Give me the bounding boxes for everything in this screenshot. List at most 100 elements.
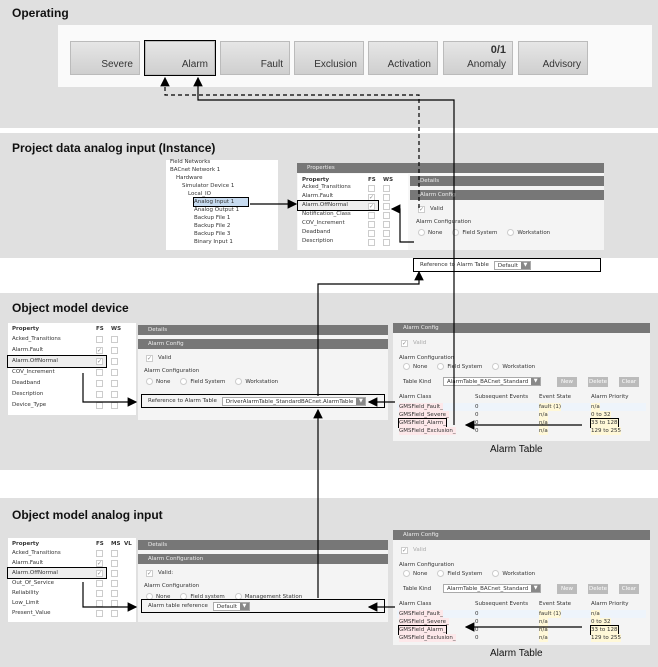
property-row[interactable]: Alarm.Fault bbox=[8, 558, 136, 568]
fs-checkbox[interactable] bbox=[96, 580, 103, 587]
fs-checkbox[interactable] bbox=[368, 239, 375, 246]
property-row[interactable]: Alarm.Fault bbox=[8, 345, 136, 356]
new-button[interactable]: New bbox=[557, 377, 577, 387]
alarm-category-button-alarm[interactable]: Alarm bbox=[144, 40, 216, 76]
radio-option[interactable]: Management Station bbox=[234, 593, 302, 600]
tree-item[interactable]: Analog Output 1 bbox=[194, 207, 240, 213]
radio-button[interactable] bbox=[507, 229, 515, 236]
property-row[interactable]: Deadband bbox=[8, 378, 136, 389]
valid-checkbox[interactable]: ✓ bbox=[146, 355, 153, 362]
radio-button[interactable] bbox=[452, 229, 460, 236]
ws-checkbox[interactable] bbox=[111, 358, 118, 365]
ws-checkbox[interactable] bbox=[111, 336, 118, 343]
radio-button[interactable] bbox=[235, 378, 243, 385]
alarm-category-button-exclusion[interactable]: Exclusion bbox=[294, 41, 364, 75]
fs-checkbox[interactable] bbox=[96, 610, 103, 617]
tree-item[interactable]: Backup File 3 bbox=[194, 231, 231, 237]
fs-checkbox[interactable] bbox=[96, 550, 103, 557]
ws-checkbox[interactable] bbox=[383, 194, 390, 201]
property-row[interactable]: Notification_Class bbox=[298, 210, 408, 219]
details-header[interactable]: Details bbox=[138, 325, 388, 335]
radio-button[interactable] bbox=[403, 363, 410, 370]
ws-checkbox[interactable] bbox=[111, 560, 118, 567]
ws-checkbox[interactable] bbox=[111, 391, 118, 398]
radio-option[interactable]: None bbox=[418, 229, 442, 236]
property-row[interactable]: Out_Of_Service bbox=[8, 578, 136, 588]
property-row[interactable]: Acked_Transitions bbox=[8, 548, 136, 558]
fs-checkbox[interactable]: ✓ bbox=[96, 570, 103, 577]
property-row[interactable]: COV_Increment bbox=[8, 367, 136, 378]
fs-checkbox[interactable]: ✓ bbox=[368, 203, 375, 210]
radio-button[interactable] bbox=[180, 593, 188, 600]
radio-button[interactable] bbox=[180, 378, 188, 385]
radio-button[interactable] bbox=[146, 593, 153, 600]
radio-option[interactable]: Workstation bbox=[492, 570, 535, 577]
fs-checkbox[interactable] bbox=[368, 185, 375, 192]
ws-checkbox[interactable] bbox=[111, 570, 118, 577]
property-row[interactable]: Low_Limit bbox=[8, 598, 136, 608]
ws-checkbox[interactable] bbox=[383, 230, 390, 237]
table-kind-select[interactable]: AlarmTable_BACnet_Standard▼ bbox=[443, 377, 542, 386]
radio-option[interactable]: Field System bbox=[437, 570, 482, 577]
fs-checkbox[interactable]: ✓ bbox=[96, 347, 103, 354]
fs-checkbox[interactable] bbox=[96, 391, 103, 398]
ws-checkbox[interactable] bbox=[111, 347, 118, 354]
fs-checkbox[interactable] bbox=[96, 380, 103, 387]
radio-option[interactable]: None bbox=[146, 378, 170, 385]
fs-checkbox[interactable] bbox=[368, 212, 375, 219]
property-row[interactable]: Alarm.OffNormal bbox=[7, 355, 107, 368]
ws-checkbox[interactable] bbox=[383, 239, 390, 246]
tree-item[interactable]: Local_IO bbox=[188, 191, 211, 197]
alarm-config-header[interactable]: Alarm Configuration bbox=[138, 554, 388, 564]
reference-select[interactable]: Default▼ bbox=[493, 260, 531, 270]
reference-select[interactable]: Default▼ bbox=[212, 601, 250, 611]
details-header[interactable]: Details bbox=[410, 176, 604, 186]
fs-checkbox[interactable] bbox=[368, 230, 375, 237]
valid-checkbox[interactable]: ✓ bbox=[418, 206, 425, 213]
radio-option[interactable]: Field System bbox=[452, 229, 497, 236]
tree-item[interactable]: Simulator Device 1 bbox=[182, 183, 235, 189]
tree-item[interactable]: Field Networks bbox=[170, 159, 211, 165]
ws-checkbox[interactable] bbox=[111, 369, 118, 376]
ws-checkbox[interactable] bbox=[111, 380, 118, 387]
fs-checkbox[interactable] bbox=[96, 336, 103, 343]
property-row[interactable]: Alarm.OffNormal bbox=[7, 567, 107, 579]
property-row[interactable]: Reliability bbox=[8, 588, 136, 598]
fs-checkbox[interactable] bbox=[96, 369, 103, 376]
property-row[interactable]: Description bbox=[8, 389, 136, 400]
fs-checkbox[interactable]: ✓ bbox=[96, 358, 103, 365]
property-row[interactable]: Acked_Transitions bbox=[298, 183, 408, 192]
property-row[interactable]: Description bbox=[298, 237, 408, 246]
valid-checkbox[interactable]: ✓ bbox=[401, 340, 408, 347]
ws-checkbox[interactable] bbox=[383, 185, 390, 192]
alarm-table-row[interactable] bbox=[397, 403, 646, 411]
radio-option[interactable]: Workstation bbox=[235, 378, 278, 385]
radio-option[interactable]: Field System bbox=[437, 363, 482, 370]
radio-option[interactable]: None bbox=[146, 593, 170, 600]
tree-item[interactable]: Backup File 2 bbox=[194, 223, 231, 229]
property-row[interactable]: COV_Increment bbox=[298, 219, 408, 228]
radio-button[interactable] bbox=[234, 593, 242, 600]
radio-button[interactable] bbox=[418, 229, 425, 236]
ws-checkbox[interactable] bbox=[111, 580, 118, 587]
alarm-category-button-severe[interactable]: Severe bbox=[70, 41, 140, 75]
clear-button[interactable]: Clear bbox=[619, 377, 639, 387]
details-header[interactable]: Details bbox=[138, 540, 388, 550]
ws-checkbox[interactable] bbox=[383, 212, 390, 219]
fs-checkbox[interactable]: ✓ bbox=[96, 560, 103, 567]
fs-checkbox[interactable]: ✓ bbox=[368, 194, 375, 201]
ws-checkbox[interactable] bbox=[383, 221, 390, 228]
delete-button[interactable]: Delete bbox=[588, 377, 608, 387]
fs-checkbox[interactable] bbox=[96, 590, 103, 597]
new-button[interactable]: New bbox=[557, 584, 577, 594]
alarm-category-button-advisory[interactable]: Advisory bbox=[518, 41, 588, 75]
radio-button[interactable] bbox=[492, 570, 500, 577]
alarm-category-button-fault[interactable]: Fault bbox=[220, 41, 290, 75]
alarm-table-row[interactable] bbox=[397, 610, 646, 618]
ws-checkbox[interactable] bbox=[111, 610, 118, 617]
ws-checkbox[interactable] bbox=[111, 550, 118, 557]
tree-item[interactable]: Hardware bbox=[176, 175, 203, 181]
alarm-config-header[interactable]: Alarm Config bbox=[138, 339, 388, 349]
tree-item[interactable]: Analog Input 1 bbox=[193, 197, 249, 207]
